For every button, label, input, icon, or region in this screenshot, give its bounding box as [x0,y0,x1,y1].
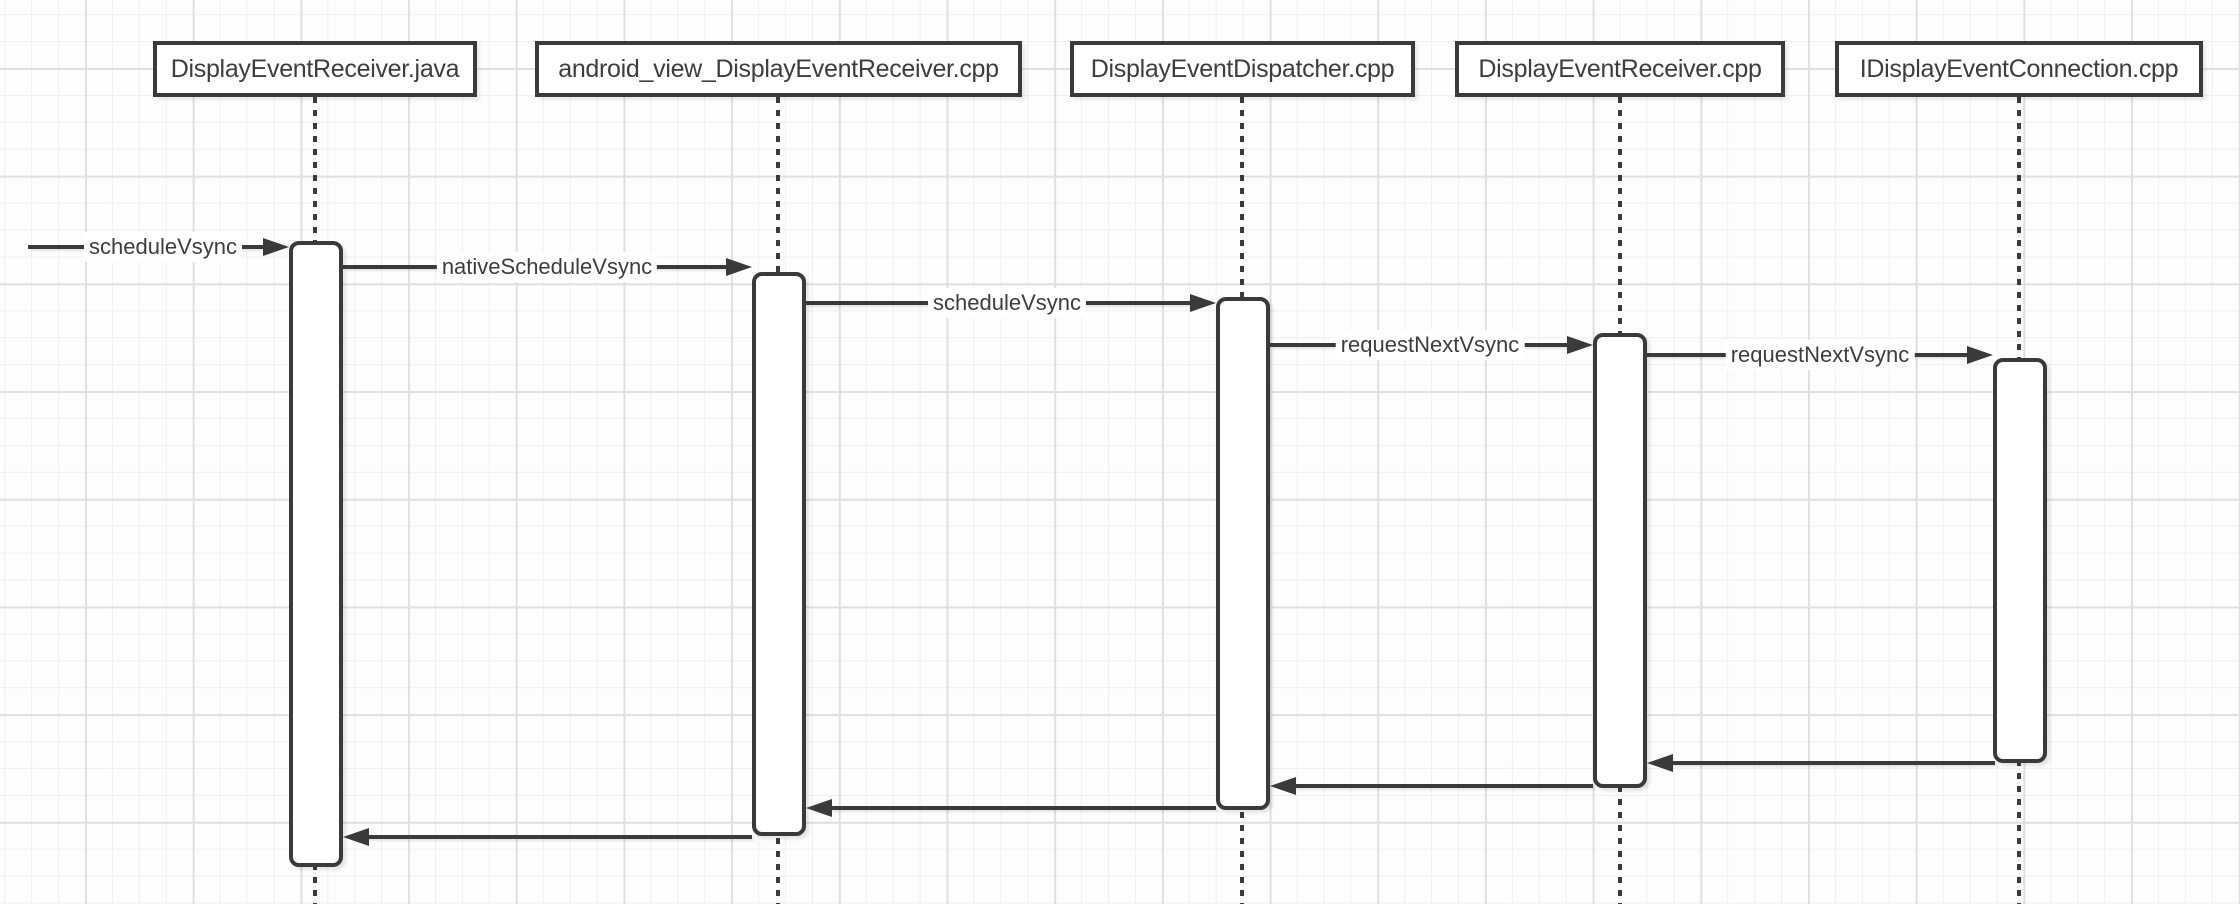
actor-box-displayeventdispatcher[interactable]: DisplayEventDispatcher.cpp [1070,41,1415,97]
actor-box-displayeventreceiver-java[interactable]: DisplayEventReceiver.java [153,41,477,97]
return-line-idisplayeventconnection-to-displayeventreceiver-cpp[interactable] [1671,761,1995,765]
actor-box-displayeventreceiver-cpp[interactable]: DisplayEventReceiver.cpp [1455,41,1785,97]
arrowhead-nativeschedulevsync [726,258,752,276]
actor-label-displayeventreceiver-java: DisplayEventReceiver.java [170,54,460,83]
return-arrowhead-to-displayeventreceiver-java [343,828,369,846]
arrowhead-schedulevsync-1 [263,238,289,256]
return-line-displayeventdispatcher-to-android-view-receiver[interactable] [830,806,1216,810]
actor-label-idisplayeventconnection: IDisplayEventConnection.cpp [1859,54,2179,83]
actor-label-displayeventdispatcher: DisplayEventDispatcher.cpp [1090,54,1395,83]
return-arrowhead-to-android-view-receiver [806,799,832,817]
message-label-schedulevsync-1[interactable]: scheduleVsync [84,232,242,262]
return-arrowhead-to-displayeventreceiver-cpp [1647,754,1673,772]
actor-box-idisplayeventconnection[interactable]: IDisplayEventConnection.cpp [1835,41,2203,97]
arrowhead-requestnextvsync-1 [1567,336,1593,354]
message-label-nativeschedulevsync[interactable]: nativeScheduleVsync [436,252,658,282]
return-arrowhead-to-displayeventdispatcher [1270,777,1296,795]
arrowhead-requestnextvsync-2 [1967,346,1993,364]
activation-bar-displayeventreceiver-java[interactable] [289,241,343,867]
message-label-requestnextvsync-1[interactable]: requestNextVsync [1335,330,1525,360]
message-label-requestnextvsync-2[interactable]: requestNextVsync [1725,340,1915,370]
actor-box-android-view-displayeventreceiver[interactable]: android_view_DisplayEventReceiver.cpp [535,41,1022,97]
actor-label-android-view-displayeventreceiver: android_view_DisplayEventReceiver.cpp [558,54,999,83]
activation-bar-android-view-displayeventreceiver[interactable] [752,272,806,836]
activation-bar-displayeventreceiver-cpp[interactable] [1593,333,1647,788]
return-line-android-view-receiver-to-displayeventreceiver-java[interactable] [367,835,752,839]
message-label-schedulevsync-2[interactable]: scheduleVsync [928,288,1086,318]
actor-label-displayeventreceiver-cpp: DisplayEventReceiver.cpp [1478,54,1762,83]
return-line-displayeventreceiver-cpp-to-displayeventdispatcher[interactable] [1294,784,1593,788]
arrowhead-schedulevsync-2 [1190,294,1216,312]
activation-bar-idisplayeventconnection[interactable] [1993,358,2047,763]
activation-bar-displayeventdispatcher[interactable] [1216,297,1270,810]
